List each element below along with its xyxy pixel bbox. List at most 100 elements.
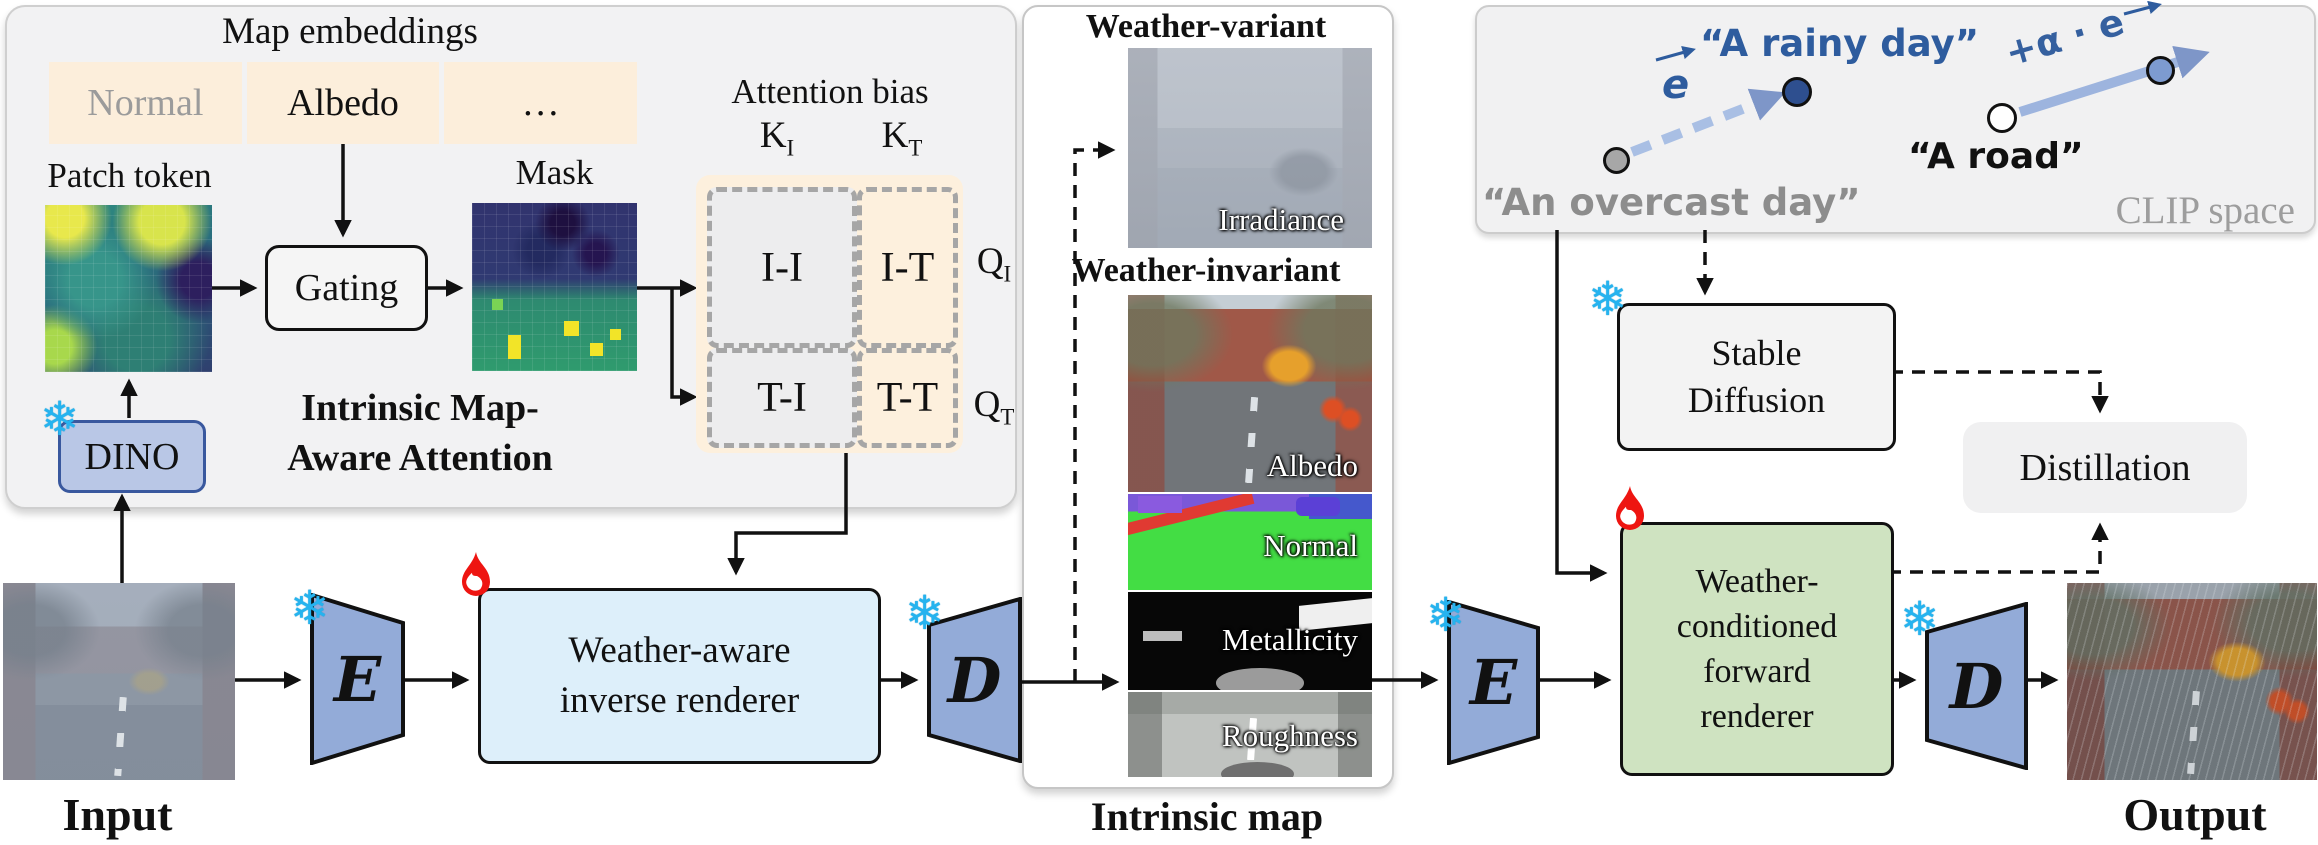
mask-heatmap	[472, 203, 637, 371]
vector-hat-arrow	[2123, 0, 2162, 16]
albedo-image: Albedo	[1128, 295, 1372, 492]
clip-road-dot	[1987, 103, 2017, 133]
decoder-1: D	[927, 596, 1022, 764]
normal-map-shape	[1296, 496, 1341, 517]
snowflake-icon: ❄	[290, 581, 330, 636]
roughness-shape	[1220, 761, 1294, 777]
snowflake-icon: ❄	[40, 392, 80, 447]
input-label: Input	[62, 789, 173, 840]
sd-line1: Stable	[1711, 333, 1802, 373]
heatmap-speck	[610, 329, 621, 340]
heatmap-speck	[492, 299, 503, 310]
vector-hat-arrow	[1655, 46, 1696, 62]
clip-space-panel	[1475, 5, 2316, 234]
clip-rainy-dot	[1782, 77, 1812, 107]
forward-line2: conditioned	[1676, 608, 1838, 645]
dino-box: DINO	[58, 420, 206, 493]
intrinsic-map-aware-attention-title: Intrinsic Map- Aware Attention	[215, 383, 625, 483]
gating-box: Gating	[265, 245, 428, 331]
metallicity-label: Metallicity	[1221, 622, 1358, 657]
normal-label: Normal	[1263, 528, 1358, 563]
encoder-2: E	[1447, 599, 1540, 766]
dashed-arrow-to-irradiance	[1073, 141, 1116, 682]
clip-edit-vector-arrow	[1630, 88, 1786, 157]
encoder-letter: E	[333, 642, 382, 716]
bias-cell-image-image: I-I	[707, 187, 857, 348]
query-text-label: QT	[973, 384, 1015, 430]
clip-space-label: CLIP space	[2115, 189, 2295, 232]
roughness-image: Roughness	[1128, 692, 1372, 777]
normal-map-shape	[1137, 495, 1182, 514]
road-dashes	[113, 697, 127, 777]
metallicity-shape	[1142, 631, 1182, 641]
key-text-label: KT	[881, 115, 923, 161]
encoder-trapezoid	[310, 592, 405, 766]
arrow-clip-to-forward	[1555, 230, 1608, 582]
forward-line4: renderer	[1700, 698, 1814, 735]
encoder-trapezoid	[1447, 599, 1540, 766]
clip-overcast-dot	[1603, 147, 1630, 174]
weather-invariant-title: Weather-invariant	[1071, 252, 1341, 289]
stable-diffusion-box: Stable Diffusion	[1617, 303, 1896, 451]
clip-road-label: “A road”	[1908, 136, 2084, 177]
map-embeddings-bar: Normal Albedo …	[49, 62, 638, 144]
sd-line2: Diffusion	[1687, 380, 1826, 420]
heatmap-speck	[564, 321, 579, 336]
decoder-letter: D	[1949, 649, 2004, 723]
bias-cell-text-text: T-T	[857, 348, 958, 448]
bias-cell-image-text: I-T	[857, 187, 958, 348]
forward-line1: Weather-	[1695, 563, 1819, 600]
roughness-label: Roughness	[1221, 718, 1358, 753]
clip-edited-dot	[2146, 56, 2175, 85]
weather-variant-title: Weather-variant	[1085, 8, 1327, 45]
road-dashes	[2186, 691, 2200, 775]
clip-rainy-day-label: “A rainy day”	[1700, 22, 1980, 65]
query-image-label: QI	[976, 241, 1012, 287]
normal-image: Normal	[1128, 494, 1372, 590]
clip-overcast-day-label: “An overcast day”	[1482, 181, 1861, 224]
decoder-2: D	[1925, 601, 2028, 771]
dashed-arrow-forward-to-distillation	[1888, 522, 2109, 574]
ima-title-line1: Intrinsic Map-	[301, 387, 539, 429]
ima-title-line2: Aware Attention	[287, 437, 553, 479]
forward-renderer-box: Weather- conditioned forward renderer	[1620, 522, 1894, 776]
irradiance-image: Irradiance	[1128, 48, 1372, 248]
albedo-label: Albedo	[1266, 448, 1358, 483]
dashed-arrow-sd-to-distillation	[1890, 370, 2109, 414]
clip-edit-vector-label: e	[1662, 62, 1690, 108]
map-embeddings-title: Map embeddings	[222, 11, 478, 52]
distillation-box: Distillation	[1963, 422, 2247, 513]
forward-line3: forward	[1703, 653, 1811, 690]
mask-label: Mask	[515, 153, 594, 192]
decoder-trapezoid	[1925, 601, 2028, 771]
bias-cell-text-image: T-I	[707, 348, 857, 448]
fire-icon	[450, 550, 502, 611]
snowflake-icon: ❄	[1426, 588, 1466, 643]
heatmap-speck	[590, 343, 603, 356]
decoder-trapezoid	[927, 596, 1022, 764]
road-dashes	[1244, 397, 1258, 487]
output-image	[2067, 583, 2317, 780]
snowflake-icon: ❄	[1588, 272, 1628, 327]
metallicity-image: Metallicity	[1128, 592, 1372, 690]
embedding-cell-ellipsis: …	[444, 62, 638, 144]
snowflake-icon: ❄	[905, 586, 945, 641]
arrow-bias-to-inverse-renderer	[727, 453, 848, 576]
intrinsic-map-caption: Intrinsic map	[1090, 794, 1324, 839]
arrow-mask-to-ti	[670, 288, 698, 406]
decoder-letter: D	[947, 643, 1002, 717]
irradiance-label: Irradiance	[1218, 202, 1344, 237]
heatmap-speck	[508, 335, 521, 359]
inverse-renderer-box: Weather-aware inverse renderer	[478, 588, 881, 764]
encoder-letter: E	[1469, 646, 1518, 719]
fire-icon	[1604, 484, 1656, 545]
encoder-1: E	[310, 592, 405, 766]
inverse-line1: Weather-aware	[568, 630, 791, 671]
input-image	[3, 583, 235, 780]
attention-bias-title: Attention bias	[731, 72, 929, 111]
output-label: Output	[2123, 789, 2267, 840]
inverse-line2: inverse renderer	[559, 680, 800, 721]
key-image-label: KI	[759, 115, 795, 161]
embedding-cell-normal: Normal	[49, 62, 242, 144]
